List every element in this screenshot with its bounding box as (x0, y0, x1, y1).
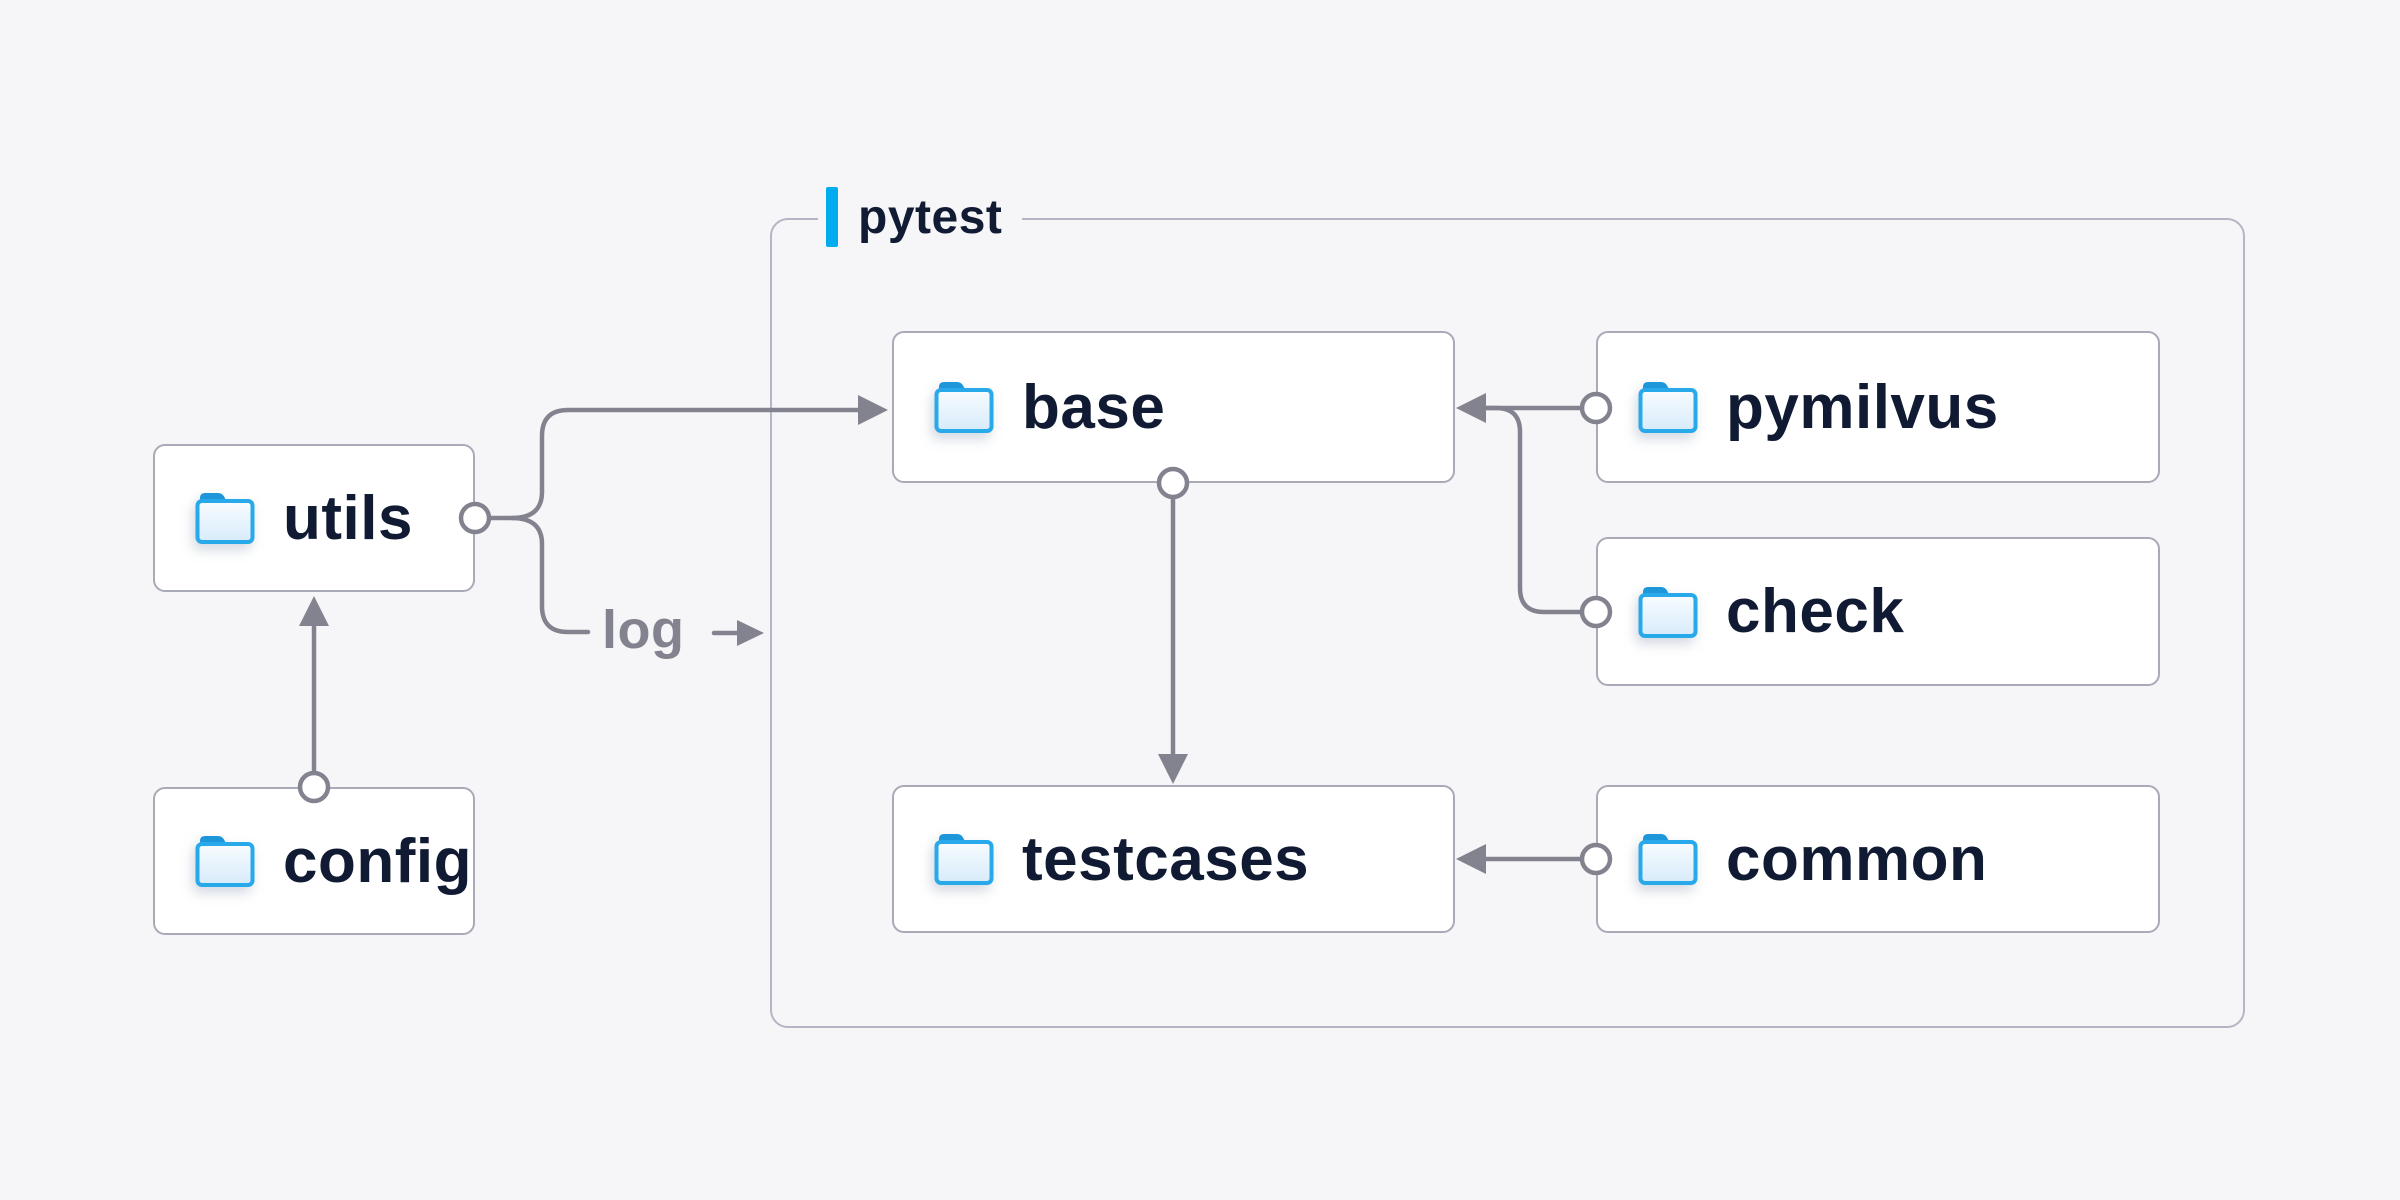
node-pymilvus: pymilvus (1596, 331, 2160, 483)
node-config: config (153, 787, 475, 935)
pytest-group-container (770, 218, 2245, 1028)
pytest-group-label: pytest (818, 186, 1023, 248)
arrow-right-icon (737, 620, 764, 646)
node-testcases: testcases (892, 785, 1455, 933)
edge-config-utils (297, 596, 331, 804)
node-label: check (1726, 577, 1905, 646)
folder-icon (932, 379, 996, 435)
folder-icon (1636, 831, 1700, 887)
arrow-up-icon (299, 596, 329, 626)
node-utils: utils (153, 444, 475, 592)
folder-icon (1636, 584, 1700, 640)
node-common: common (1596, 785, 2160, 933)
node-check: check (1596, 537, 2160, 686)
folder-icon (932, 831, 996, 887)
folder-icon (193, 833, 257, 889)
node-label: base (1022, 372, 1166, 442)
node-label: pymilvus (1726, 372, 1999, 442)
folder-icon (193, 490, 257, 546)
node-label: config (283, 826, 472, 896)
edge-log-arrow (711, 620, 764, 646)
node-label: utils (283, 483, 413, 553)
accent-bar-icon (826, 187, 838, 247)
edge-utils-log (509, 515, 591, 635)
log-edge-label: log (602, 600, 685, 660)
node-label: common (1726, 824, 1988, 894)
node-base: base (892, 331, 1455, 483)
node-label: testcases (1022, 824, 1310, 894)
folder-icon (1636, 379, 1700, 435)
pytest-group-title: pytest (858, 190, 1003, 244)
